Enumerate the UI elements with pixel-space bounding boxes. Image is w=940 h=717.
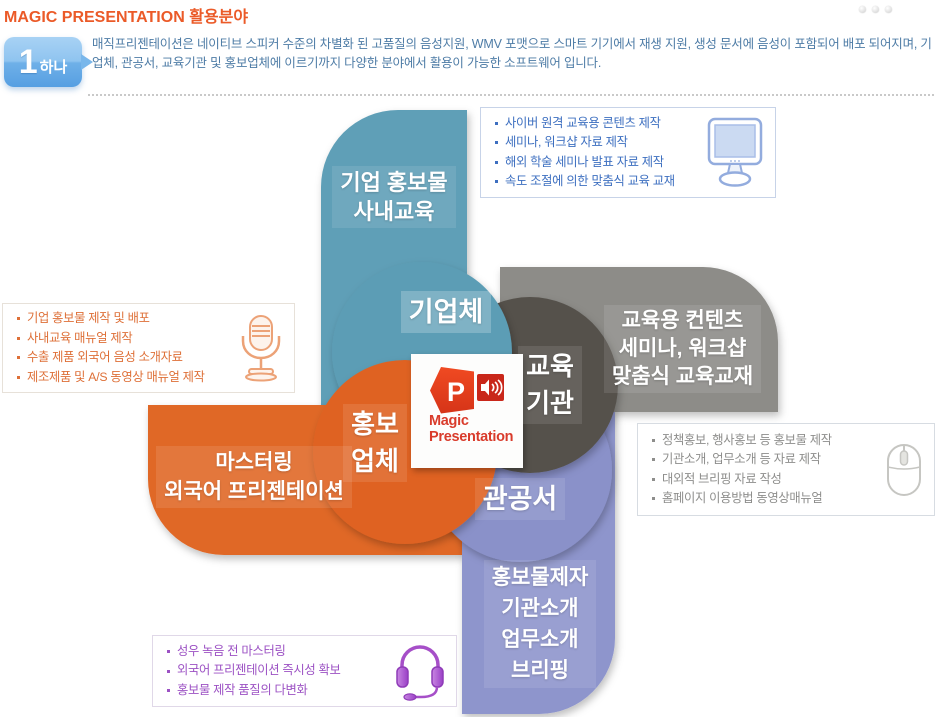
list-item: 정책홍보, 행사홍보 등 홍보물 제작: [650, 431, 880, 451]
list-item: 해외 학술 세미나 발표 자료 제작: [493, 153, 701, 173]
education-disc-label: 교육 기관: [506, 346, 594, 424]
logo-wordmark: Magic Presentation: [429, 413, 514, 445]
list-item: 성우 녹음 전 마스터링: [165, 642, 390, 662]
list-item: 기업 홍보물 제작 및 배포: [15, 309, 234, 329]
section-number-badge: 1 하나: [4, 37, 93, 87]
list-item: 제조제품 및 A/S 동영상 매뉴얼 제작: [15, 368, 234, 388]
business-callout-list: 기업 홍보물 제작 및 배포 사내교육 매뉴얼 제작 수출 제품 외국어 음성 …: [15, 309, 234, 387]
business-callout-box: 기업 홍보물 제작 및 배포 사내교육 매뉴얼 제작 수출 제품 외국어 음성 …: [2, 303, 295, 393]
decorative-dots: [859, 6, 892, 13]
promotion-disc-label: 홍보 업체: [333, 404, 417, 482]
education-arm-label: 교육용 컨텐츠 세미나, 워크샵 맞춤식 교육교재: [590, 305, 775, 393]
badge-word: 하나: [39, 58, 68, 76]
government-arm-label: 홍보물제자 기관소개 업무소개 브리핑: [466, 560, 614, 688]
list-item: 사이버 원격 교육용 콘텐츠 제작: [493, 114, 701, 134]
government-disc-label: 관공서: [456, 478, 584, 520]
list-item: 대외적 브리핑 자료 작성: [650, 470, 880, 490]
logo-word-presentation: Presentation: [429, 428, 514, 445]
headset-icon: [396, 645, 444, 701]
promotion-callout-box: 성우 녹음 전 마스터링 외국어 프리젠테이션 즉시성 확보 홍보물 제작 품질…: [152, 635, 457, 707]
list-item: 기관소개, 업무소개 등 자료 제작: [650, 450, 880, 470]
microphone-icon: [241, 315, 281, 382]
list-item: 홈페이지 이용방법 동영상매뉴얼: [650, 489, 880, 509]
list-item: 홍보물 제작 품질의 다변화: [165, 681, 390, 701]
logo-word-magic: Magic: [429, 413, 469, 429]
government-callout-box: 정책홍보, 행사홍보 등 홍보물 제작 기관소개, 업무소개 등 자료 제작 대…: [637, 423, 935, 516]
education-callout-list: 사이버 원격 교육용 콘텐츠 제작 세미나, 워크샵 자료 제작 해외 학술 세…: [493, 114, 701, 192]
business-arm-label: 기업 홍보물 사내교육: [321, 166, 467, 228]
magic-presentation-logo: P Magic Presentation: [411, 354, 523, 468]
logo-p-letter: P: [447, 377, 465, 407]
page-title: MAGIC PRESENTATION 활용분야: [4, 9, 249, 26]
logo-p-icon: P: [430, 367, 504, 414]
education-callout-box: 사이버 원격 교육용 콘텐츠 제작 세미나, 워크샵 자료 제작 해외 학술 세…: [480, 107, 776, 198]
promotion-arm-label: 마스터링 외국어 프리젠테이션: [150, 446, 358, 508]
business-disc-label: 기업체: [386, 291, 506, 333]
intro-description: 매직프리젠테이션은 네이티브 스피커 수준의 차별화 된 고품질의 음성지원, …: [92, 37, 932, 70]
list-item: 수출 제품 외국어 음성 소개자료: [15, 348, 234, 368]
list-item: 사내교육 매뉴얼 제작: [15, 329, 234, 349]
monitor-icon: [707, 117, 763, 187]
list-item: 세미나, 워크샵 자료 제작: [493, 133, 701, 153]
government-callout-list: 정책홍보, 행사홍보 등 홍보물 제작 기관소개, 업무소개 등 자료 제작 대…: [650, 431, 880, 509]
list-item: 속도 조절에 의한 맞춤식 교육 교재: [493, 172, 701, 192]
list-item: 외국어 프리젠테이션 즉시성 확보: [165, 661, 390, 681]
dotted-divider: [88, 94, 934, 96]
mouse-icon: [887, 443, 921, 496]
sound-wave-icon: [477, 374, 504, 401]
badge-number: 1: [18, 43, 38, 81]
promotion-callout-list: 성우 녹음 전 마스터링 외국어 프리젠테이션 즉시성 확보 홍보물 제작 품질…: [165, 642, 390, 701]
